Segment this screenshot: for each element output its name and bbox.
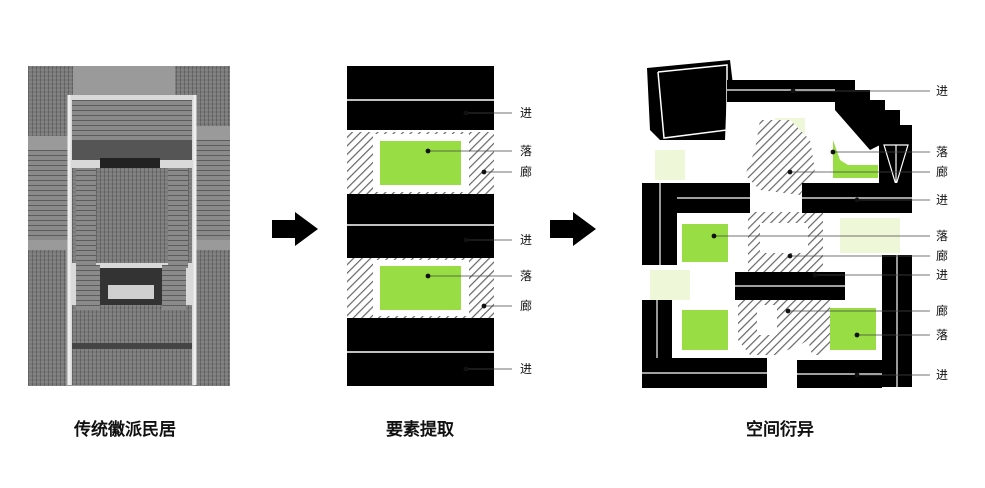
aerial-photo bbox=[28, 66, 230, 386]
label-jin: 进 bbox=[520, 106, 532, 120]
label-lang: 廊 bbox=[936, 303, 948, 318]
variation-diagram bbox=[642, 60, 912, 388]
caption-variation: 空间衍异 bbox=[746, 420, 814, 440]
label-luo: 落 bbox=[520, 144, 532, 158]
caption-extraction: 要素提取 bbox=[386, 420, 454, 440]
label-luo: 落 bbox=[936, 145, 948, 159]
label-jin: 进 bbox=[936, 368, 948, 382]
label-lang: 廊 bbox=[520, 298, 532, 313]
label-jin: 进 bbox=[936, 193, 948, 207]
label-lang: 廊 bbox=[520, 164, 532, 179]
label-jin: 进 bbox=[520, 233, 532, 247]
caption-photo: 传统徽派民居 bbox=[74, 420, 176, 440]
arrow-right-icon bbox=[550, 212, 596, 246]
label-lang: 廊 bbox=[936, 248, 948, 263]
label-jin: 进 bbox=[936, 268, 948, 282]
label-luo: 落 bbox=[520, 269, 532, 283]
label-jin: 进 bbox=[520, 362, 532, 376]
variation-leaders bbox=[711, 88, 930, 378]
extraction-diagram bbox=[347, 66, 494, 386]
label-jin: 进 bbox=[936, 84, 948, 98]
label-lang: 廊 bbox=[936, 164, 948, 179]
arrow-right-icon bbox=[272, 212, 318, 246]
extraction-leaders bbox=[425, 110, 512, 372]
label-luo: 落 bbox=[936, 328, 948, 342]
label-luo: 落 bbox=[936, 229, 948, 243]
